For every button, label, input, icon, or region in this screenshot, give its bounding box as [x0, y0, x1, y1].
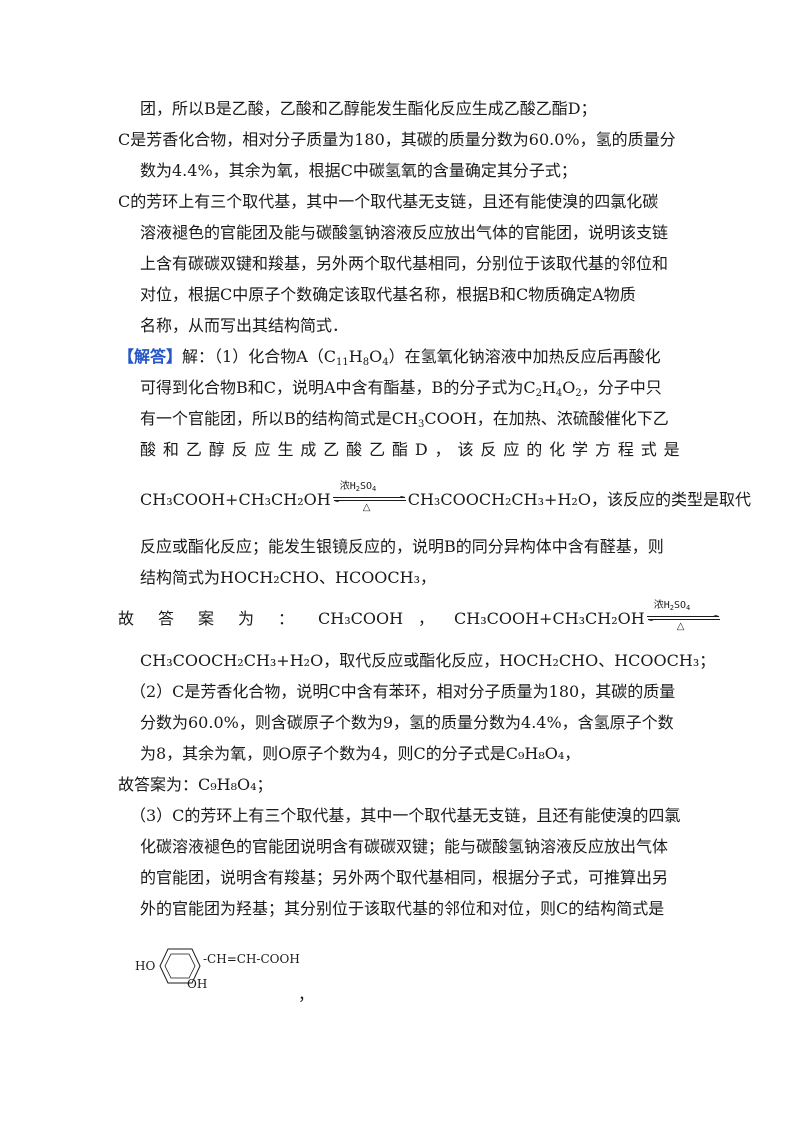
text-line: 对位，根据C中原子个数确定该取代基名称，根据B和C物质确定A物质 — [140, 285, 636, 304]
text-line: 为8，其余为氧，则O原子个数为4，则C的分子式是C₉H₈O₄， — [140, 744, 581, 763]
answer-formula: CH₃COOH — [318, 609, 404, 628]
answer-tag: 【解答】 — [118, 347, 183, 366]
text-char: 案 — [197, 609, 214, 628]
equation-reactants: CH₃COOH+CH₃CH₂OH — [454, 609, 645, 628]
hydroxyl-label: OH — [187, 977, 208, 991]
text-char: 酯 — [391, 440, 408, 459]
text-char: 学 — [572, 440, 589, 459]
text-char: 该 — [457, 440, 474, 459]
text-char: 应 — [254, 440, 271, 459]
text-char: 乙 — [369, 440, 386, 459]
equation-reactants: CH₃COOH+CH₃CH₂OH — [140, 490, 331, 509]
text-char: 反 — [231, 440, 248, 459]
reversible-arrow-icon: 浓H2SO4△ — [332, 481, 407, 513]
text-line: CH₃COOCH₂CH₃+H₂O，取代反应或酯化反应，HOCH₂CHO、HCOO… — [140, 651, 716, 670]
equation-products: CH₃COOCH₂CH₃+H₂O — [407, 490, 591, 509]
text-char: 答 — [157, 609, 174, 628]
text-line: 结构简式为HOCH₂CHO、HCOOCH₃， — [140, 568, 437, 587]
trailing-comma: ， — [298, 985, 315, 1004]
text-line: 上含有碳碳双键和羧基，另外两个取代基相同，分别位于该取代基的邻位和 — [140, 254, 669, 273]
text-line: 故答案为：C₉H₈O₄； — [118, 775, 273, 794]
reversible-arrow-icon: 浓H2SO4△ — [646, 600, 721, 632]
structural-formula: HO -CH=CH-COOH OH — [135, 946, 310, 1006]
text-line: 有一个官能团，所以B的结构简式是CH3COOH，在加热、浓硫酸催化下乙 — [140, 409, 669, 430]
text-char: 应 — [503, 440, 520, 459]
text-char: ： — [277, 609, 294, 628]
text-char: 程 — [617, 440, 634, 459]
text-char: 化 — [549, 440, 566, 459]
acrylic-acid-chain: -CH=CH-COOH — [203, 952, 300, 966]
text-line: 外的官能团为羟基；其分别位于该取代基的邻位和对位，则C的结构简式是 — [140, 899, 665, 918]
text-char: D — [414, 440, 428, 459]
text-char: 生 — [277, 440, 294, 459]
benzene-ring-icon — [159, 948, 201, 984]
text-char: 反 — [480, 440, 497, 459]
text-char: 酸 — [346, 440, 363, 459]
text-char: 乙 — [323, 440, 340, 459]
answer-line: 【解答】解：（1）化合物A（C11H8O4）在氢氧化钠溶液中加热反应后再酸化 — [118, 347, 661, 368]
text-char: ， — [434, 440, 451, 459]
text-char: 成 — [300, 440, 317, 459]
text-char: 是 — [663, 440, 680, 459]
text-line: 溶液褪色的官能团及能与碳酸氢钠溶液反应放出气体的官能团，说明该支链 — [140, 223, 669, 242]
text-line: 名称，从而写出其结构简式． — [140, 316, 349, 335]
text-char: 故 — [118, 609, 135, 628]
text-line: 数为4.4%，其余为氧，根据C中碳氢氧的含量确定其分子式； — [140, 161, 577, 180]
text-line: C是芳香化合物，相对分子质量为180，其碳的质量分数为60.0%，氢的质量分 — [118, 130, 676, 149]
text-line: 反应或酯化反应；能发生银镜反应的，说明B的同分异构体中含有醛基，则 — [140, 537, 664, 556]
text-line: 分数为60.0%，则含碳原子个数为9，氢的质量分数为4.4%，含氢原子个数 — [140, 713, 674, 732]
text-line: C的芳环上有三个取代基，其中一个取代基无支链，且还有能使溴的四氯化碳 — [118, 192, 659, 211]
text-line: （2）C是芳香化合物，说明C中含有苯环，相对分子质量为180，其碳的质量 — [130, 682, 676, 701]
text-line: （3）C的芳环上有三个取代基，其中一个取代基无支链，且还有能使溴的四氯 — [130, 806, 681, 825]
text-line: 可得到化合物B和C，说明A中含有酯基，B的分子式为C2H4O2，分子中只 — [140, 378, 662, 399]
text-char: 乙 — [185, 440, 202, 459]
text-line: 化碳溶液褪色的官能团说明含有碳碳双键；能与碳酸氢钠溶液反应放出气体 — [140, 837, 669, 856]
text-char: 酸 — [140, 440, 157, 459]
hydroxyl-label: HO — [135, 959, 156, 973]
text-char: 的 — [526, 440, 543, 459]
text-char: 方 — [594, 440, 611, 459]
text-line: 团，所以B是乙酸，乙酸和乙醇能发生酯化反应生成乙酸乙酯D； — [140, 99, 597, 118]
text-char: 为 — [237, 609, 254, 628]
text-line: 的官能团，说明含有羧基；另外两个取代基相同，根据分子式，可推算出另 — [140, 868, 669, 887]
text-char: 醇 — [208, 440, 225, 459]
text-char: 式 — [640, 440, 657, 459]
text-char: 和 — [162, 440, 179, 459]
